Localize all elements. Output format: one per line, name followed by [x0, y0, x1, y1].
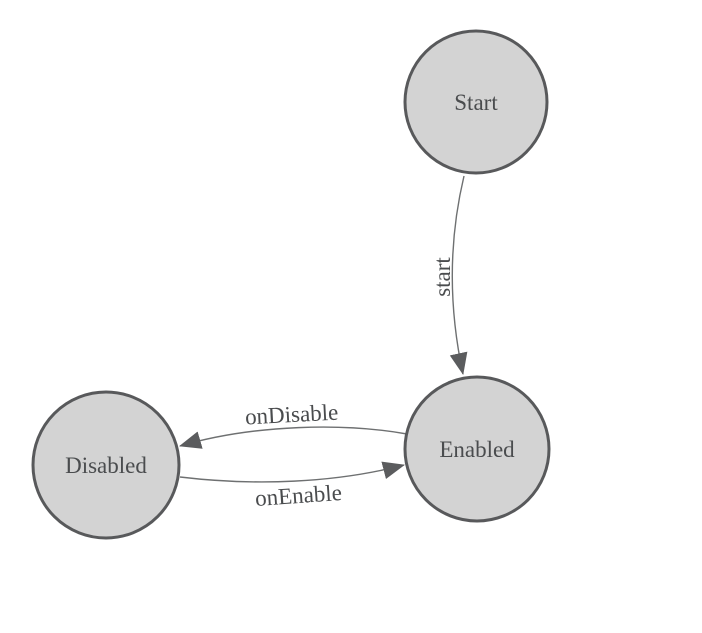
- edge-label-onenable: onEnable: [254, 480, 342, 511]
- edge-start-to-enabled: [449, 175, 468, 375]
- node-enabled: [403, 375, 551, 523]
- edge-group: [179, 175, 468, 483]
- node-disabled: [31, 390, 181, 540]
- edge-enabled-to-disabled: [179, 426, 408, 449]
- node-disabled-label: Disabled: [65, 453, 147, 478]
- edge-label-ondisable: onDisable: [244, 400, 338, 430]
- node-enabled-label: Enabled: [439, 437, 515, 462]
- edge-label-group: start onDisable onEnable: [244, 257, 455, 511]
- node-start-label: Start: [454, 90, 498, 115]
- edge-label-start: start: [430, 257, 455, 297]
- node-start: [403, 29, 549, 175]
- node-group: Start Enabled Disabled: [31, 29, 551, 540]
- edge-disabled-to-enabled: [179, 461, 405, 483]
